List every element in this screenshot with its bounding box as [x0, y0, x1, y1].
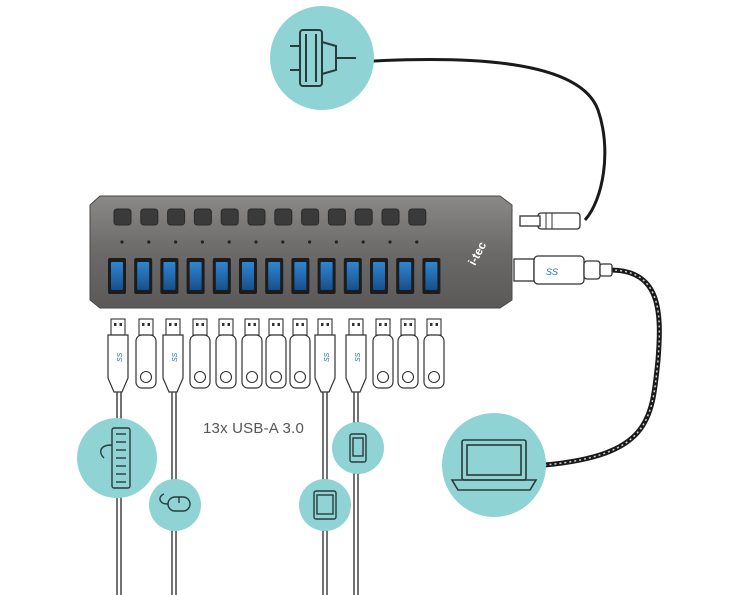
port-status-led — [334, 240, 338, 244]
tablet-bubble — [299, 479, 351, 531]
usb-a-port[interactable] — [212, 258, 231, 294]
usb-flash-drive — [423, 318, 445, 389]
usb-a-cable-plug: SS — [107, 318, 129, 393]
usb-flash-drive — [241, 318, 263, 389]
power-adapter-bubble — [270, 6, 374, 110]
usb-flash-drive — [397, 318, 419, 389]
port-power-switch[interactable] — [408, 208, 427, 226]
port-status-led — [174, 240, 178, 244]
port-status-led — [254, 240, 258, 244]
usb-a-port[interactable] — [422, 258, 441, 294]
usb-a-port[interactable] — [108, 258, 126, 294]
usb-flash-drive — [265, 318, 287, 389]
port-power-switch[interactable] — [113, 208, 132, 226]
switch-row — [113, 208, 427, 226]
port-power-switch[interactable] — [274, 208, 293, 226]
upstream-cable — [544, 267, 662, 468]
tablet-icon — [313, 490, 337, 520]
usb-a-port[interactable] — [343, 258, 362, 294]
ss-mark: SS — [355, 352, 362, 362]
port-status-led — [308, 240, 312, 244]
usb-a-cable-plug: SS — [314, 318, 336, 393]
usb-a-port[interactable] — [186, 258, 205, 294]
usb-flash-drive — [135, 318, 157, 389]
keyboard-bubble — [77, 418, 157, 498]
mouse-icon — [159, 493, 191, 512]
port-status-led — [147, 240, 151, 244]
mouse-bubble — [149, 479, 201, 531]
usb-hub: i-tec — [89, 195, 513, 309]
keyboard-icon — [100, 427, 131, 489]
port-power-switch[interactable] — [220, 208, 239, 226]
ss-mark: SS — [324, 352, 331, 362]
ss-mark: SS — [117, 352, 124, 362]
led-row — [120, 240, 419, 244]
port-power-switch[interactable] — [193, 208, 212, 226]
usb-flash-drive — [372, 318, 394, 389]
power-cable — [354, 57, 607, 222]
port-power-switch[interactable] — [381, 208, 400, 226]
port-row — [108, 258, 441, 294]
dc-power-plug — [519, 212, 581, 230]
usb-a-port[interactable] — [160, 258, 179, 294]
phone-bubble — [332, 422, 384, 474]
usb-plug-row: SS SS SS SS — [107, 318, 445, 393]
port-power-switch[interactable] — [167, 208, 186, 226]
port-status-led — [388, 240, 392, 244]
smartphone-icon — [349, 433, 367, 463]
laptop-icon — [450, 439, 538, 491]
port-power-switch[interactable] — [327, 208, 346, 226]
usb-a-port[interactable] — [370, 258, 388, 294]
usb-a-port[interactable] — [396, 258, 415, 294]
usb-a-port[interactable] — [265, 258, 284, 294]
port-status-led — [361, 240, 365, 244]
port-power-switch[interactable] — [140, 208, 159, 226]
usb-a-cable-plug: SS — [162, 318, 184, 393]
port-status-led — [415, 240, 419, 244]
usb-a-port[interactable] — [291, 258, 310, 294]
power-plug-icon — [290, 29, 356, 87]
port-power-switch[interactable] — [301, 208, 320, 226]
usb-flash-drive — [215, 318, 237, 389]
port-status-led — [227, 240, 231, 244]
port-power-switch[interactable] — [354, 208, 373, 226]
port-status-led — [120, 240, 124, 244]
usb-a-port[interactable] — [134, 258, 153, 294]
usb-a-port[interactable] — [317, 258, 336, 294]
usb-a-port[interactable] — [239, 258, 257, 294]
usb-flash-drive — [189, 318, 211, 389]
ss-mark: SS — [546, 267, 558, 277]
port-status-led — [281, 240, 285, 244]
laptop-bubble — [442, 413, 546, 517]
usb-a-cable-plug: SS — [345, 318, 367, 393]
port-power-switch[interactable] — [247, 208, 266, 226]
ports-caption: 13x USB-A 3.0 — [203, 420, 304, 437]
usb-b-plug: SS — [513, 255, 613, 285]
usb-flash-drive — [289, 318, 311, 389]
ss-mark: SS — [172, 352, 179, 362]
port-status-led — [200, 240, 204, 244]
